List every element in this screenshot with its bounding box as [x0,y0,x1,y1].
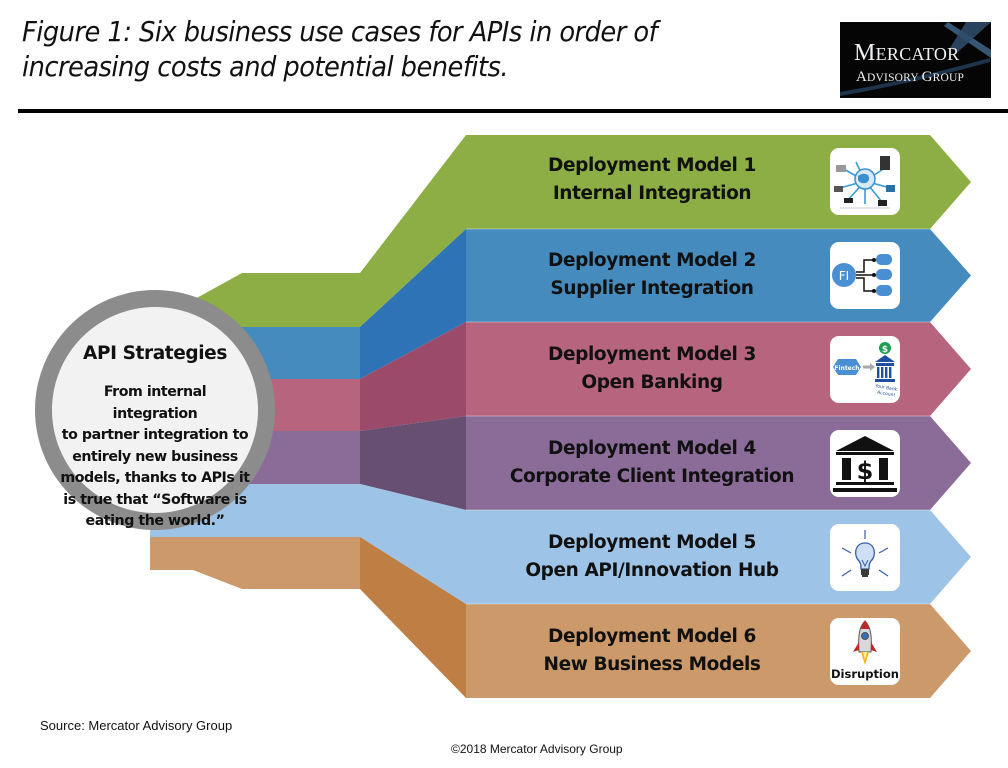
svg-text:Account: Account [877,389,896,398]
title-divider [18,109,1008,113]
model-5-label: Open API/Innovation Hub [525,560,779,581]
model-6-banner: Deployment Model 6 New Business Models [466,623,838,679]
center-description: From internal integration to partner int… [60,382,250,533]
model-6-name: Deployment Model 6 [548,626,756,647]
model-4-name: Deployment Model 4 [548,438,756,459]
model-4-label: Corporate Client Integration [509,466,795,487]
model-1-banner: Deployment Model 1 Internal Integration [466,152,838,208]
ribbon-3-fan-segment [360,322,466,431]
center-line: models, thanks to APIs it [60,470,250,486]
ribbon-4-fan-segment [360,416,466,510]
figure-title-line-1: Figure 1: Six business use cases for API… [22,15,658,48]
model-4-banner: Deployment Model 4 Corporate Client Inte… [466,435,838,491]
center-line: From internal integration [103,384,207,422]
fi-label: FI [839,269,849,283]
logo-line-2: ADVISORY GROUP [856,69,965,85]
disruption-label: Disruption [831,667,899,681]
model-2-banner: Deployment Model 2 Supplier Integration [466,247,838,303]
svg-text:$: $ [857,457,874,485]
model-5-name: Deployment Model 5 [548,532,756,553]
ribbon-6-fan-segment [360,537,466,698]
network-globe-icon [830,148,900,215]
source-note: Source: Mercator Advisory Group [40,718,233,733]
figure-title-line-2: increasing costs and potential benefits. [22,50,509,83]
model-3-name: Deployment Model 3 [548,344,756,365]
rocket-icon: Disruption [830,618,900,685]
model-5-banner: Deployment Model 5 Open API/Innovation H… [466,529,838,585]
ribbon-5-fan-segment [360,484,466,604]
model-2-label: Supplier Integration [550,278,754,299]
center-line: eating the world.” [85,513,225,529]
model-6-label: New Business Models [543,654,761,675]
ribbon-1-fan-segment [360,135,466,327]
ribbon-6-left-segment [150,537,360,589]
ribbon-2-fan-segment [360,229,466,379]
copyright-note: ©2018 Mercator Advisory Group [451,742,623,756]
model-3-banner: Deployment Model 3 Open Banking [466,341,838,397]
logo-line-1: MERCATOR [854,40,960,66]
center-circle [52,307,258,513]
model-1-label: Internal Integration [552,183,752,204]
mercator-logo: MERCATOR ADVISORY GROUP [840,22,991,98]
figure-title: Figure 1: Six business use cases for API… [22,14,658,84]
center-line: entirely new business [72,448,238,465]
svg-text:Your Bank: Your Bank [874,383,898,393]
lightbulb-icon [830,524,900,591]
model-3-label: Open Banking [581,372,723,393]
supplier-tree-icon: FI [830,242,900,309]
center-title: API Strategies [83,343,227,364]
bank-building-dollar-icon: $ [830,430,900,497]
center-line: to partner integration to [61,427,249,443]
center-line: is true that “Software is [63,491,247,508]
model-2-name: Deployment Model 2 [548,250,756,271]
logo-swoosh-icon [840,22,991,96]
fintech-label: Fintech [834,365,859,372]
fintech-bank-icon: Fintech $ Your Bank Account [830,336,900,403]
svg-text:$: $ [882,345,888,355]
model-1-name: Deployment Model 1 [548,155,756,176]
